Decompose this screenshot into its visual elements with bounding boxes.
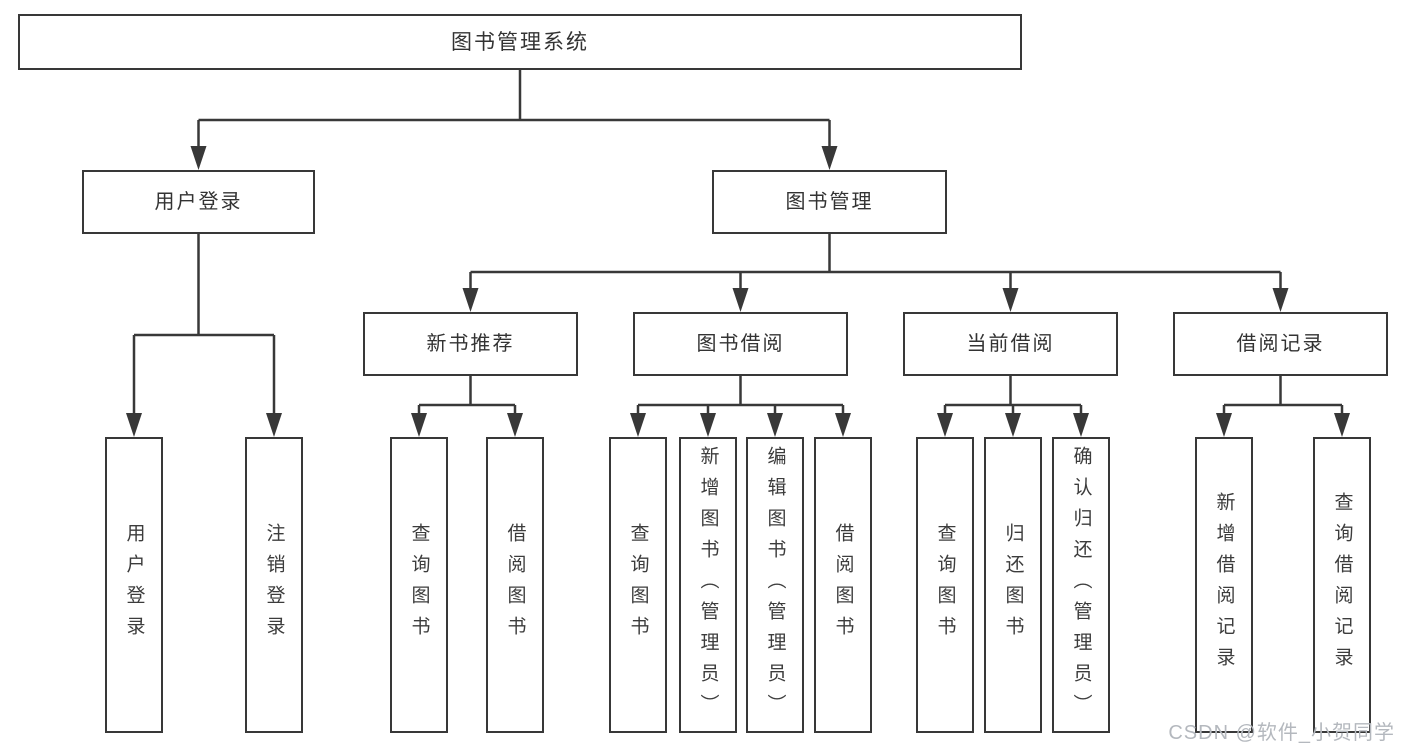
arrowhead-icon	[411, 413, 427, 437]
leaf-label: 借阅图书	[832, 523, 854, 647]
arrowhead-icon	[835, 413, 851, 437]
connector-currentborrow-to-leaves	[943, 376, 1083, 415]
connector-userlogin-to-leaves	[132, 234, 276, 415]
arrowhead-icon	[266, 413, 282, 437]
arrowhead-icon	[462, 288, 479, 312]
leaf-label: 用户登录	[123, 523, 145, 647]
leaf-label: 编辑图书（管理员）	[764, 445, 786, 725]
csdn-watermark: CSDN @软件_小贺同学	[1168, 722, 1395, 744]
leaf-label: 查询图书	[408, 523, 430, 647]
leaf-borrow-books-recommend: 借阅图书	[486, 437, 544, 733]
arrowhead-icon	[630, 413, 646, 437]
connector-bookborrow-to-leaves	[636, 376, 845, 415]
leaf-label: 借阅图书	[504, 523, 526, 647]
node-new-book-recommend: 新书推荐	[363, 312, 578, 376]
arrowhead-icon	[700, 413, 716, 437]
node-borrow-records: 借阅记录	[1173, 312, 1388, 376]
leaf-label: 注销登录	[263, 523, 285, 647]
arrowhead-icon	[1073, 413, 1089, 437]
leaf-query-books-recommend: 查询图书	[390, 437, 448, 733]
leaf-label: 确认归还（管理员）	[1070, 445, 1092, 725]
leaf-label: 新增借阅记录	[1213, 492, 1235, 678]
leaf-add-books-admin: 新增图书（管理员）	[679, 437, 737, 733]
node-book-management: 图书管理	[712, 170, 947, 234]
arrowheads	[126, 146, 1350, 437]
connector-root-to-level2	[197, 70, 831, 148]
leaf-label: 查询图书	[934, 523, 956, 647]
connector-bookmgmt-to-level3	[469, 234, 1282, 290]
leaf-label: 查询借阅记录	[1331, 492, 1353, 678]
leaf-logout: 注销登录	[245, 437, 303, 733]
leaf-label: 新增图书（管理员）	[697, 445, 719, 725]
leaf-edit-books-admin: 编辑图书（管理员）	[746, 437, 804, 733]
node-book-borrow: 图书借阅	[633, 312, 848, 376]
leaf-return-books: 归还图书	[984, 437, 1042, 733]
connector-borrowrecords-to-leaves	[1222, 376, 1344, 415]
arrowhead-icon	[1216, 413, 1232, 437]
leaf-query-borrow-record: 查询借阅记录	[1313, 437, 1371, 733]
leaf-query-books-current: 查询图书	[916, 437, 974, 733]
arrowhead-icon	[767, 413, 783, 437]
arrowhead-icon	[821, 146, 838, 170]
connector-paths	[132, 70, 1344, 415]
arrowhead-icon	[1005, 413, 1021, 437]
arrowhead-icon	[732, 288, 749, 312]
leaf-add-borrow-record: 新增借阅记录	[1195, 437, 1253, 733]
arrowhead-icon	[190, 146, 207, 170]
arrowhead-icon	[1272, 288, 1289, 312]
leaf-user-login: 用户登录	[105, 437, 163, 733]
arrowhead-icon	[126, 413, 142, 437]
arrowhead-icon	[1334, 413, 1350, 437]
leaf-label: 归还图书	[1002, 523, 1024, 647]
leaf-query-books-borrow: 查询图书	[609, 437, 667, 733]
node-current-borrow: 当前借阅	[903, 312, 1118, 376]
arrowhead-icon	[937, 413, 953, 437]
connector-newbooks-to-leaves	[417, 376, 517, 415]
leaf-label: 查询图书	[627, 523, 649, 647]
arrowhead-icon	[1002, 288, 1019, 312]
node-user-login: 用户登录	[82, 170, 315, 234]
leaf-confirm-return-admin: 确认归还（管理员）	[1052, 437, 1110, 733]
node-root-system: 图书管理系统	[18, 14, 1022, 70]
leaf-borrow-books: 借阅图书	[814, 437, 872, 733]
arrowhead-icon	[507, 413, 523, 437]
